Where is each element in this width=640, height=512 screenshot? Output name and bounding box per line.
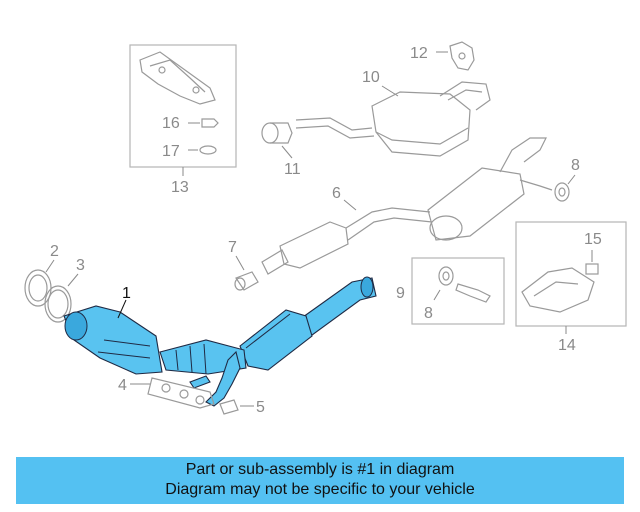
part-12-group: 12 [410, 41, 475, 71]
box-13-group: 13 16 17 [129, 44, 237, 196]
callout-15: 15 [584, 231, 602, 248]
nut-16 [201, 118, 219, 128]
callout-13: 13 [171, 179, 189, 196]
box-9 [411, 257, 505, 325]
box-13 [129, 44, 237, 168]
part-8a-group: 8 [554, 157, 580, 202]
callout-7: 7 [228, 239, 237, 256]
resonator-6 [279, 221, 349, 269]
part-6-group: 6 [261, 137, 553, 275]
callout-11: 11 [284, 161, 301, 178]
heat-shield-14 [521, 267, 595, 313]
part-7-group: 7 [228, 239, 259, 291]
callout-1: 1 [122, 285, 131, 302]
part-5-group: 5 [219, 399, 265, 416]
callout-10: 10 [362, 69, 380, 86]
muffler-10 [371, 91, 471, 157]
gasket-4 [147, 377, 215, 409]
nut-15 [585, 263, 599, 275]
banner-line-1: Part or sub-assembly is #1 in diagram [185, 461, 455, 478]
callout-5: 5 [256, 399, 265, 416]
clamp-11 [261, 122, 279, 144]
pipe-10 [295, 117, 373, 131]
callout-4: 4 [118, 377, 127, 394]
box-9-group: 9 8 [396, 257, 505, 325]
part-10-group: 10 [295, 69, 491, 157]
flex-pipe-1 [159, 339, 247, 375]
exhaust-parts-diagram: 13 16 17 12 10 11 8 [24, 41, 627, 416]
callout-12: 12 [410, 45, 428, 62]
bolt-9 [455, 283, 491, 303]
washer-17 [199, 145, 217, 155]
part-1-catalytic-converter: 1 [63, 276, 377, 407]
box-14 [515, 221, 627, 327]
part-11-group: 11 [261, 122, 301, 178]
hanger-9 [438, 266, 454, 286]
callout-14: 14 [558, 337, 576, 354]
hanger-8a [554, 182, 570, 202]
info-banner: Part or sub-assembly is #1 in diagram Di… [16, 457, 624, 504]
callout-3: 3 [76, 257, 85, 274]
bracket-1 [205, 350, 241, 407]
converter-rear-1 [239, 309, 313, 371]
callout-16: 16 [162, 115, 180, 132]
box-14-group: 15 14 [515, 221, 627, 354]
callout-17: 17 [162, 143, 180, 160]
bolt-5 [219, 399, 239, 415]
clamp-3 [44, 285, 72, 323]
rear-muffler-6 [427, 167, 525, 241]
clamp-7 [235, 271, 259, 291]
callout-8a: 8 [571, 157, 580, 174]
part-4-group: 4 [118, 377, 215, 409]
heat-shield-part [139, 51, 216, 105]
callout-6: 6 [332, 185, 341, 202]
callout-2: 2 [50, 243, 59, 260]
hanger-12 [449, 41, 475, 71]
callout-9: 9 [396, 285, 405, 302]
banner-line-2: Diagram may not be specific to your vehi… [165, 481, 475, 498]
callout-8b: 8 [424, 305, 433, 322]
parts-2-3-group: 2 3 [24, 243, 85, 323]
